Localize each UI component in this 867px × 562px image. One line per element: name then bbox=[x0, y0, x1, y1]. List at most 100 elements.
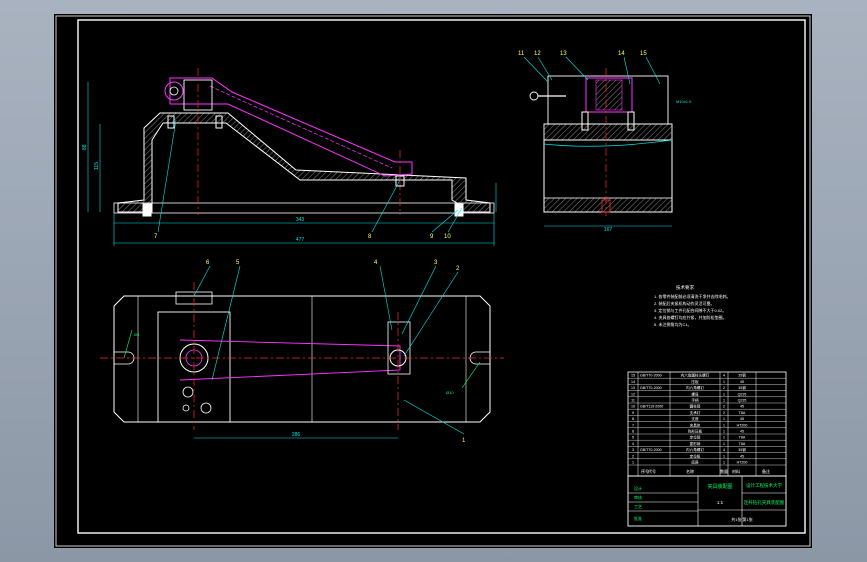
support-pin-right bbox=[454, 203, 464, 217]
plan-view: 286 Ø8 Ø10 6 5 4 3 2 1 bbox=[100, 260, 504, 444]
bom-cell-no: 6 bbox=[632, 430, 634, 434]
plan-screw-a bbox=[182, 386, 194, 398]
bom-cell-qty: 1 bbox=[723, 442, 725, 446]
dim-plan-hole-a: Ø8 bbox=[134, 332, 140, 337]
bom-cell-no: 5 bbox=[632, 436, 634, 440]
leader-4 bbox=[379, 265, 393, 331]
balloon-9: 9 bbox=[430, 234, 434, 240]
bom-cell-material: Q235 bbox=[738, 392, 747, 396]
title-label-review: 审核 bbox=[634, 494, 642, 500]
bom-cell-name: 定位板 bbox=[690, 453, 701, 458]
dim-plan-span: 286 bbox=[292, 432, 301, 438]
leader-8 bbox=[371, 179, 401, 233]
balloon-12: 12 bbox=[534, 51, 541, 57]
balloon-5: 5 bbox=[236, 260, 240, 266]
bom-cell-material: 35钢 bbox=[738, 447, 746, 452]
balloon-15: 15 bbox=[640, 51, 647, 57]
side-pin-hole bbox=[601, 199, 611, 213]
bom-cell-name: 内六角螺钉 bbox=[686, 385, 704, 390]
bom-cell-no: 14 bbox=[631, 380, 635, 384]
bom-cell-qty: 1 bbox=[723, 417, 725, 421]
bom-header-note: 备注 bbox=[762, 468, 770, 474]
bom-cell-material: 35钢 bbox=[738, 385, 746, 390]
bom-cell-material: Q235 bbox=[738, 399, 747, 403]
balloon-11: 11 bbox=[518, 51, 525, 57]
bom-cell-qty: 1 bbox=[723, 454, 725, 458]
leader-12 bbox=[537, 56, 553, 81]
dim-side-thread: M10x1.5 bbox=[676, 99, 692, 104]
technical-requirements: 技术要求 1. 各零件装配前必须清洗干净并去除毛刺。 2. 装配后夹紧机构动作灵… bbox=[654, 284, 730, 327]
title-project: 连杆钻孔夹具装配图 bbox=[744, 499, 785, 506]
bom-cell-material: T8A bbox=[739, 436, 746, 440]
bom-cell-name: 内六角圆柱头螺钉 bbox=[681, 373, 710, 378]
dim-plan-hole-b: Ø10 bbox=[446, 390, 454, 395]
balloon-3: 3 bbox=[434, 260, 438, 266]
bom-cell-qty: 2 bbox=[723, 411, 725, 415]
bom-cell-material: T8A bbox=[739, 442, 746, 446]
support-stud bbox=[395, 175, 405, 187]
bom-cell-no: 13 bbox=[631, 386, 635, 390]
plan-screw-b bbox=[200, 402, 212, 414]
bom-cell-qty: 1 bbox=[723, 380, 725, 384]
bom-header-no: 序号 bbox=[641, 468, 649, 474]
leader-hole-a bbox=[123, 329, 133, 359]
dim-front-height-a: 88 bbox=[82, 144, 88, 150]
bom-cell-material: 45 bbox=[740, 430, 744, 434]
balloon-7: 7 bbox=[154, 234, 158, 240]
side-base-curve bbox=[543, 139, 673, 147]
bom-cell-no: 12 bbox=[631, 392, 635, 396]
workpiece-bore bbox=[164, 81, 184, 101]
bom-cell-qty: 1 bbox=[723, 430, 725, 434]
support-pin-left bbox=[142, 203, 152, 217]
balloon-8: 8 bbox=[368, 234, 372, 240]
bom-cell-no: 1 bbox=[632, 461, 634, 465]
bom-cell-material: 45 bbox=[740, 417, 744, 421]
tech-line-5: 5. 未注倒角均为C1。 bbox=[654, 321, 692, 327]
bom-cell-name: 圆柱销 bbox=[690, 404, 701, 409]
leader-5 bbox=[211, 265, 241, 381]
leader-15 bbox=[645, 56, 661, 85]
dim-front-overall: 477 bbox=[296, 237, 305, 243]
bom-header-code: 代号 bbox=[648, 468, 656, 474]
balloon-14: 14 bbox=[618, 51, 625, 57]
side-top-section bbox=[543, 123, 673, 141]
side-bolt-left bbox=[581, 111, 589, 131]
bom-cell-no: 15 bbox=[631, 374, 635, 378]
bom-cell-name: 夹具体 bbox=[690, 422, 701, 427]
bom-cell-no: 10 bbox=[631, 405, 635, 409]
workpiece-link-inner bbox=[209, 85, 393, 169]
dim-side-width: 167 bbox=[604, 227, 613, 233]
dim-front-height-b: 115 bbox=[94, 162, 100, 170]
bom-cell-name: 底座 bbox=[691, 460, 699, 465]
dim-front-inner: 343 bbox=[296, 217, 305, 223]
leader-6 bbox=[193, 265, 211, 297]
bolt-b bbox=[215, 115, 223, 129]
plan-screw-c bbox=[182, 404, 190, 412]
bom-cell-code: GB/T70-2000 bbox=[640, 448, 662, 452]
bom-cell-name: 钩形压板 bbox=[688, 429, 703, 434]
bom-header-name: 名称 bbox=[686, 468, 694, 474]
plan-diamond-pin-block bbox=[387, 321, 411, 375]
bom-cell-material: 35钢 bbox=[738, 373, 746, 378]
inner-frame bbox=[77, 19, 806, 534]
side-clamp-assembly bbox=[547, 75, 669, 125]
title-drawing-name: 夹具装配图 bbox=[707, 483, 732, 490]
workpiece-bore-inner bbox=[169, 86, 179, 96]
bom-cell-name: 螺母 bbox=[691, 391, 699, 396]
bom-cell-material: T8A bbox=[739, 411, 746, 415]
bom-cell-name: 手柄 bbox=[691, 398, 699, 403]
bom-cell-no: 4 bbox=[632, 442, 634, 446]
drawing-background bbox=[54, 14, 812, 548]
bom-cell-no: 8 bbox=[632, 417, 634, 421]
leader-9 bbox=[431, 209, 459, 233]
balloon-13: 13 bbox=[560, 51, 567, 57]
bom-cell-qty: 1 bbox=[723, 392, 725, 396]
bom-cell-no: 11 bbox=[631, 399, 635, 403]
leader-7 bbox=[157, 119, 177, 233]
leader-10 bbox=[447, 207, 463, 233]
leader-14 bbox=[623, 56, 631, 85]
balloon-6: 6 bbox=[206, 260, 210, 266]
tech-heading: 技术要求 bbox=[676, 284, 694, 291]
